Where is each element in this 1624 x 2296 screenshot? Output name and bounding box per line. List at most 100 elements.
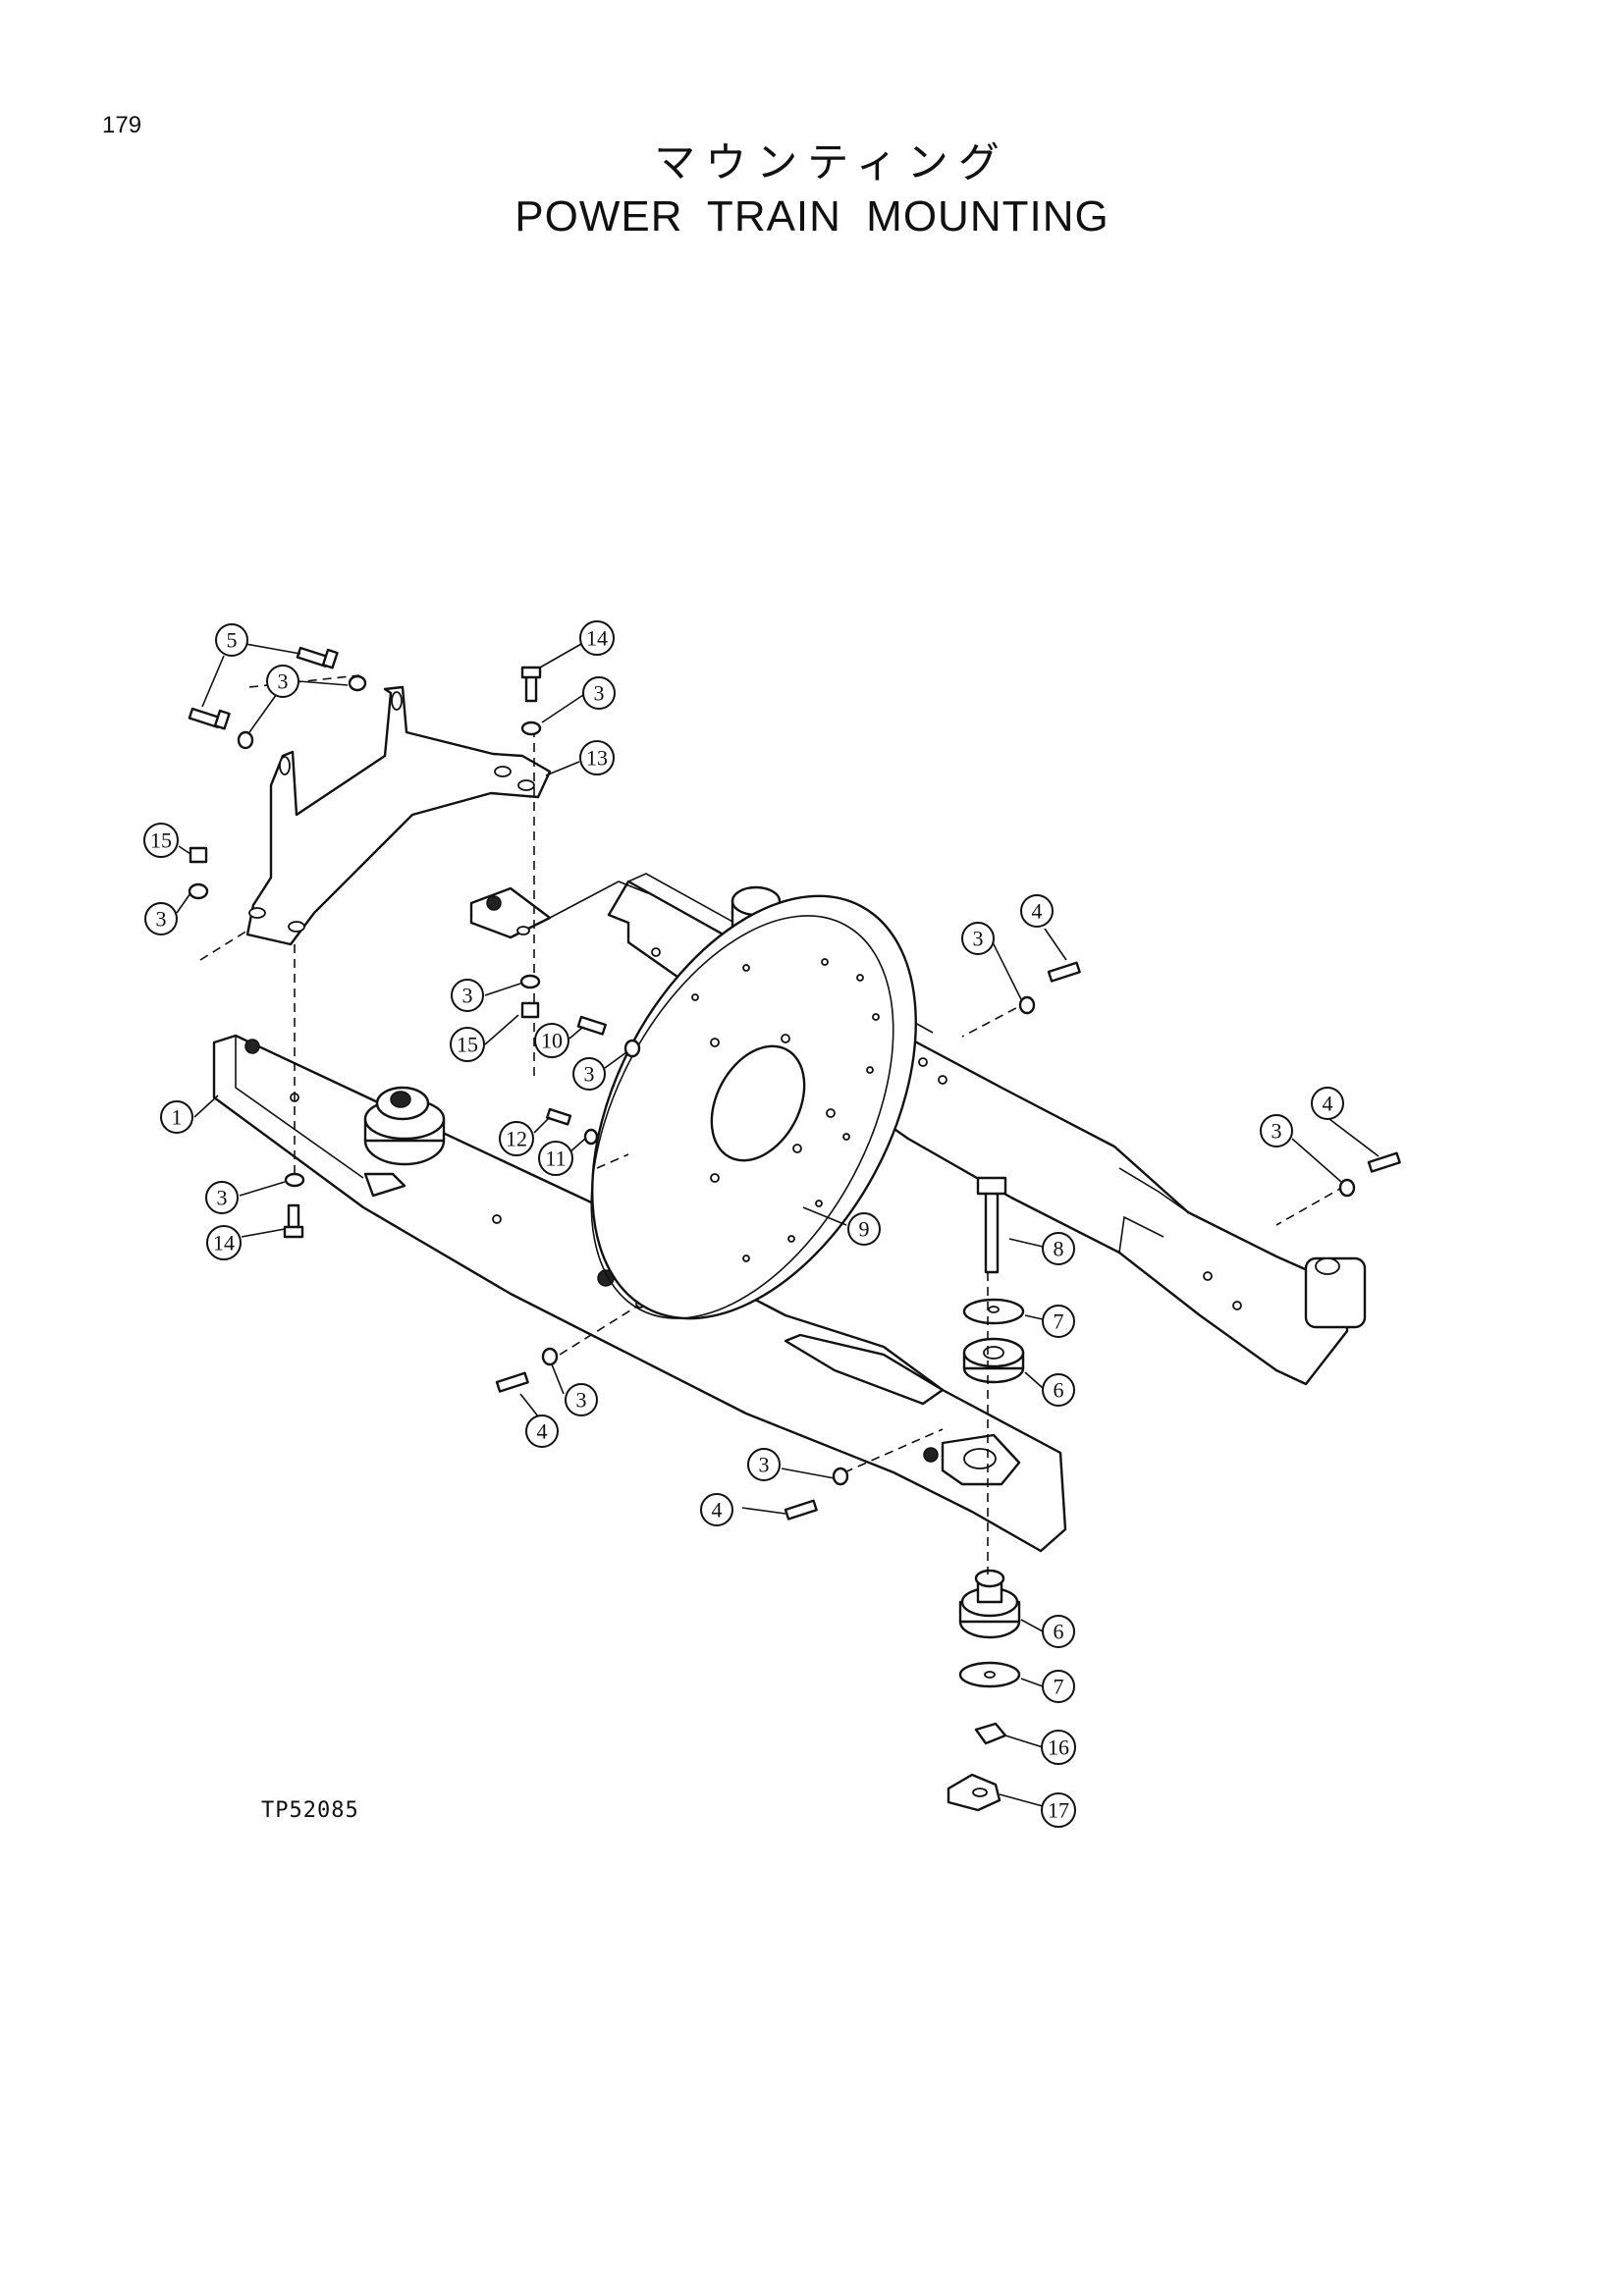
flywheel-housing-plate [590,894,917,1320]
callouts: 5 3 14 3 13 15 3 3 15 10 3 1 12 11 3 14 … [143,620,1344,1828]
svg-text:10: 10 [541,1029,563,1053]
page-title: POWER TRAIN MOUNTING [514,192,1110,240]
callout-15: 15 [143,823,179,858]
bolt-10-icon [576,1015,607,1036]
svg-text:17: 17 [1048,1798,1069,1823]
svg-text:3: 3 [217,1186,228,1210]
svg-text:11: 11 [545,1147,566,1171]
top-bracket [245,685,552,946]
callout-14: 14 [206,1225,242,1260]
svg-text:6: 6 [1054,1620,1064,1644]
callout-10: 10 [534,1023,569,1058]
washer-icon [1018,995,1036,1015]
svg-text:4: 4 [1323,1092,1333,1116]
svg-text:5: 5 [227,628,238,653]
svg-text:3: 3 [759,1453,770,1477]
svg-text:15: 15 [457,1033,478,1057]
svg-text:4: 4 [1032,899,1043,924]
svg-text:6: 6 [1054,1378,1064,1403]
bolt-4d-icon [784,1499,818,1521]
svg-text:7: 7 [1054,1309,1064,1334]
bolt-5a-icon [296,646,339,669]
washer-icon [1338,1178,1356,1198]
callout-3: 3 [572,1057,606,1091]
callout-14: 14 [579,620,615,656]
svg-text:3: 3 [973,927,984,951]
svg-text:3: 3 [584,1062,595,1087]
callout-3: 3 [205,1181,239,1214]
callout-3: 3 [451,979,484,1012]
nut-icon [520,1001,540,1019]
washer-icon [623,1039,641,1058]
callout-5: 5 [215,623,248,657]
bolt-5b-icon [188,707,231,730]
callout-4: 4 [700,1493,733,1526]
page-number: 179 [102,112,142,138]
bolt-12-icon [546,1107,572,1126]
svg-text:4: 4 [712,1498,723,1522]
callout-4: 4 [1020,894,1054,928]
svg-text:13: 13 [586,746,608,771]
callout-7: 7 [1042,1305,1075,1338]
svg-text:3: 3 [278,669,289,694]
svg-text:3: 3 [576,1388,587,1413]
svg-text:9: 9 [859,1217,870,1242]
callout-11: 11 [538,1141,573,1176]
callout-7: 7 [1042,1670,1075,1703]
svg-text:7: 7 [1054,1675,1064,1699]
washer-icon [520,721,542,736]
callout-3: 3 [1260,1114,1293,1148]
page-title-japanese: マウンティング [654,138,1009,187]
bolt-4c-icon [495,1371,529,1393]
callout-1: 1 [160,1100,193,1134]
svg-text:3: 3 [462,984,473,1008]
callout-13: 13 [579,740,615,775]
svg-text:4: 4 [537,1419,548,1444]
callout-6: 6 [1042,1373,1075,1407]
front-rubber-mount [363,1086,446,1198]
washer-icon [519,974,541,989]
washer-icon [348,674,367,692]
svg-text:3: 3 [594,681,605,706]
washer-icon [284,1172,305,1188]
callout-9: 9 [847,1212,881,1246]
callout-3: 3 [144,902,178,935]
bolt-14-top-icon [520,666,542,703]
callout-3: 3 [961,922,995,955]
bolt-4b-icon [1367,1151,1401,1173]
callout-3: 3 [266,665,299,698]
washer-icon [237,730,254,750]
callout-17: 17 [1041,1792,1076,1828]
svg-text:14: 14 [586,626,608,651]
svg-text:16: 16 [1048,1735,1069,1760]
callout-16: 16 [1041,1730,1076,1765]
callout-8: 8 [1042,1232,1075,1265]
callout-4: 4 [1311,1087,1344,1120]
front-mount-stack [947,1176,1025,1812]
callout-12: 12 [499,1121,534,1156]
callout-6: 6 [1042,1615,1075,1648]
bolt-4a-icon [1047,961,1081,983]
svg-text:3: 3 [1272,1119,1282,1144]
callout-15: 15 [450,1027,485,1062]
washer-icon [832,1467,849,1486]
svg-text:3: 3 [156,907,167,932]
svg-text:1: 1 [172,1105,183,1130]
washer-icon [541,1347,559,1366]
callout-3: 3 [582,676,616,710]
bolt-14-bottom-icon [283,1203,304,1239]
drawing-code: TP52085 [261,1798,359,1823]
fasteners [188,646,1401,1521]
callout-3: 3 [747,1448,781,1481]
svg-text:14: 14 [213,1231,235,1255]
svg-text:15: 15 [150,828,172,853]
washer-icon [188,882,209,900]
svg-text:8: 8 [1054,1237,1064,1261]
callout-3: 3 [565,1383,598,1416]
svg-text:12: 12 [506,1127,527,1151]
leader-lines [176,643,1380,1807]
nut-icon [189,846,208,864]
assembly-lines [199,674,1346,1575]
callout-4: 4 [525,1415,559,1448]
washer-icon [583,1128,599,1146]
